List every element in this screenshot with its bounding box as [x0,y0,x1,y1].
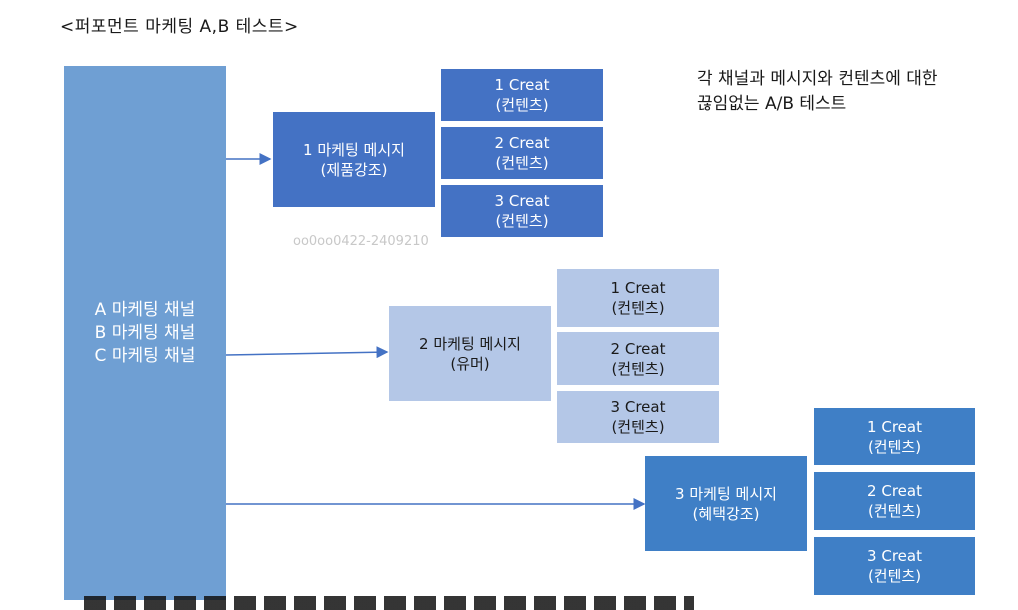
content-sublabel: (컨텐츠) [495,96,549,114]
content-label: 2 Creat [494,134,550,152]
content-label: 3 Creat [494,192,550,210]
arrow-to-message-2 [225,346,389,359]
content-sublabel: (컨텐츠) [867,437,922,456]
message-2-subtitle: (유머) [450,354,490,373]
diagram-title: <퍼포먼트 마케팅 A,B 테스트> [60,17,299,37]
content-box-2-2: 2 Creat (컨텐츠) [557,332,719,385]
content-label: 3 Creat [867,547,922,565]
content-sublabel: (컨텐츠) [495,154,549,172]
watermark: oo0oo0422-2409210 [293,234,429,249]
content-label: 1 Creat [610,279,666,297]
channel-a: A 마케팅 채널 [94,299,196,320]
note-line-1: 각 채널과 메시지와 컨텐츠에 대한 [697,69,938,89]
channel-b: B 마케팅 채널 [94,322,196,343]
content-box-1-2: 2 Creat (컨텐츠) [441,127,603,179]
content-sublabel: (컨텐츠) [611,359,665,378]
content-box-1-3: 3 Creat (컨텐츠) [441,185,603,237]
content-label: 2 Creat [867,482,922,500]
message-box-1: 1 마케팅 메시지 (제품강조) [273,112,435,207]
content-sublabel: (컨텐츠) [867,567,922,585]
message-box-3: 3 마케팅 메시지 (혜택강조) [645,456,807,551]
content-sublabel: (컨텐츠) [611,299,665,317]
content-sublabel: (컨텐츠) [611,418,665,436]
content-box-3-1: 1 Creat (컨텐츠) [814,408,975,465]
message-box-2: 2 마케팅 메시지 (유머) [389,306,551,401]
marketing-channel-box: A 마케팅 채널 B 마케팅 채널 C 마케팅 채널 [64,66,226,600]
note-line-2: 끊임없는 A/B 테스트 [697,94,847,114]
content-sublabel: (컨텐츠) [867,502,922,520]
content-label: 1 Creat [867,417,922,436]
message-1-subtitle: (제품강조) [320,160,388,179]
message-3-title: 3 마케팅 메시지 [675,484,777,503]
content-box-2-3: 3 Creat (컨텐츠) [557,391,719,443]
content-box-3-3: 3 Creat (컨텐츠) [814,537,975,595]
ab-test-note: 각 채널과 메시지와 컨텐츠에 대한 끊임없는 A/B 테스트 [697,67,938,117]
channel-c: C 마케팅 채널 [94,345,196,366]
content-label: 1 Creat [494,76,550,94]
content-label: 2 Creat [610,339,666,358]
cropped-text-fragment [84,596,694,610]
content-box-3-2: 2 Creat (컨텐츠) [814,472,975,530]
content-label: 3 Creat [610,398,666,416]
message-2-title: 2 마케팅 메시지 [419,334,521,353]
content-box-1-1: 1 Creat (컨텐츠) [441,69,603,121]
content-sublabel: (컨텐츠) [495,212,549,230]
message-3-subtitle: (혜택강조) [692,504,760,523]
content-box-2-1: 1 Creat (컨텐츠) [557,269,719,327]
message-1-title: 1 마케팅 메시지 [303,140,405,159]
